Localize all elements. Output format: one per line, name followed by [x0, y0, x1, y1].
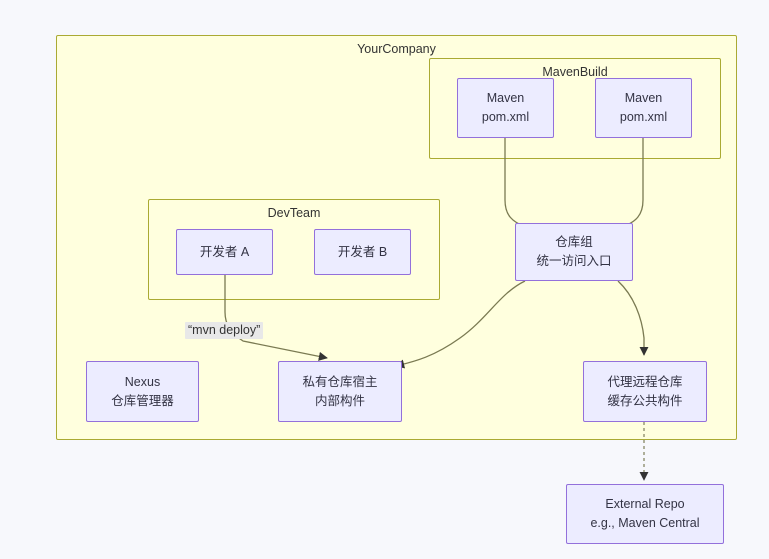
node-developer-b[interactable]: 开发者 B	[314, 229, 411, 275]
node-developer-b-label: 开发者 B	[337, 244, 388, 259]
node-hosted-repository[interactable]: 私有仓库宿主 内部构件	[278, 361, 402, 422]
node-nexus-line1: Nexus	[124, 374, 161, 389]
node-developer-a-label: 开发者 A	[199, 244, 250, 259]
node-external-repo-line2: e.g., Maven Central	[590, 516, 700, 530]
node-developer-a[interactable]: 开发者 A	[176, 229, 273, 275]
node-nexus-line2: 仓库管理器	[111, 393, 174, 408]
node-hosted-repository-line1: 私有仓库宿主	[302, 374, 378, 389]
cluster-mavenbuild-label: MavenBuild	[542, 65, 608, 79]
node-repository-group[interactable]: 仓库组 统一访问入口	[515, 223, 633, 281]
node-repository-group-line2: 统一访问入口	[536, 254, 612, 268]
node-proxy-repository-line1: 代理远程仓库	[607, 374, 683, 389]
edge-label-mvn-deploy: “mvn deploy”	[185, 322, 264, 339]
node-maven-pom-1-line2: pom.xml	[481, 110, 530, 124]
node-proxy-repository[interactable]: 代理远程仓库 缓存公共构件	[583, 361, 707, 422]
cluster-yourcompany-label: YourCompany	[357, 42, 436, 56]
node-maven-pom-2[interactable]: Maven pom.xml	[595, 78, 692, 138]
node-external-repo[interactable]: External Repo e.g., Maven Central	[566, 484, 724, 544]
node-maven-pom-1[interactable]: Maven pom.xml	[457, 78, 554, 138]
node-external-repo-line1: External Repo	[605, 497, 685, 511]
node-maven-pom-2-line2: pom.xml	[619, 110, 668, 124]
node-proxy-repository-line2: 缓存公共构件	[607, 393, 683, 408]
node-maven-pom-2-line1: Maven	[624, 91, 663, 105]
node-nexus[interactable]: Nexus 仓库管理器	[86, 361, 199, 422]
node-hosted-repository-line2: 内部构件	[314, 393, 365, 408]
node-repository-group-line1: 仓库组	[555, 235, 593, 249]
node-maven-pom-1-line1: Maven	[486, 91, 525, 105]
cluster-devteam-label: DevTeam	[267, 206, 321, 220]
